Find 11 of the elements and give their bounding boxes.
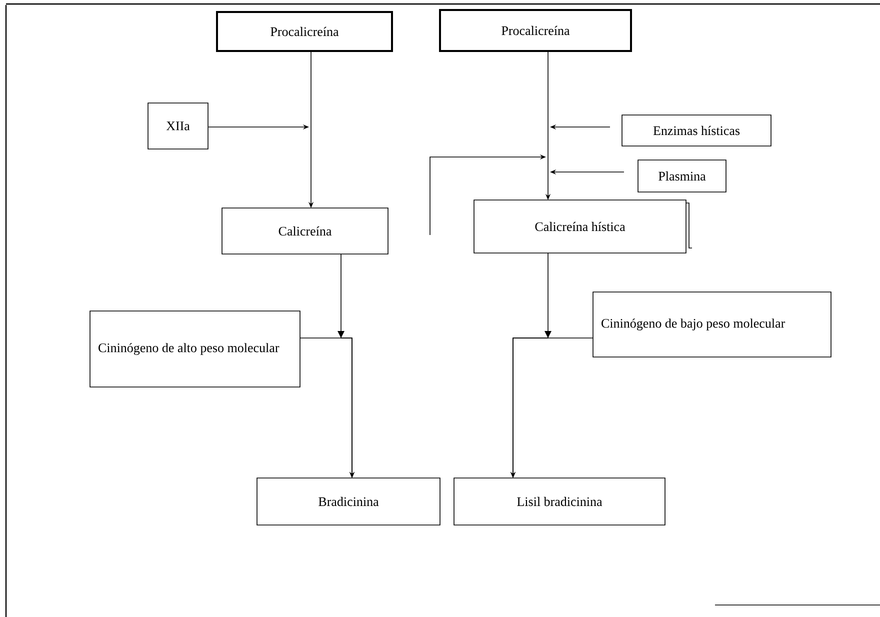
process-box: Plasmina bbox=[638, 160, 726, 192]
process-box: Procalicreína bbox=[216, 11, 393, 52]
process-box: Cininógeno de bajo peso molecular bbox=[592, 292, 832, 358]
process-box: Enzimas hísticas bbox=[622, 114, 772, 146]
process-box: Calicreína hística bbox=[474, 200, 686, 254]
process-box: Lisil bradicinina bbox=[454, 478, 666, 526]
process-box: Calicreína bbox=[222, 208, 388, 254]
process-box: Cininógeno de alto peso molecular bbox=[90, 310, 300, 388]
process-box: Procalicreína bbox=[439, 9, 632, 52]
process-box: Bradicinina bbox=[256, 478, 440, 526]
process-box: XIIa bbox=[148, 102, 208, 150]
